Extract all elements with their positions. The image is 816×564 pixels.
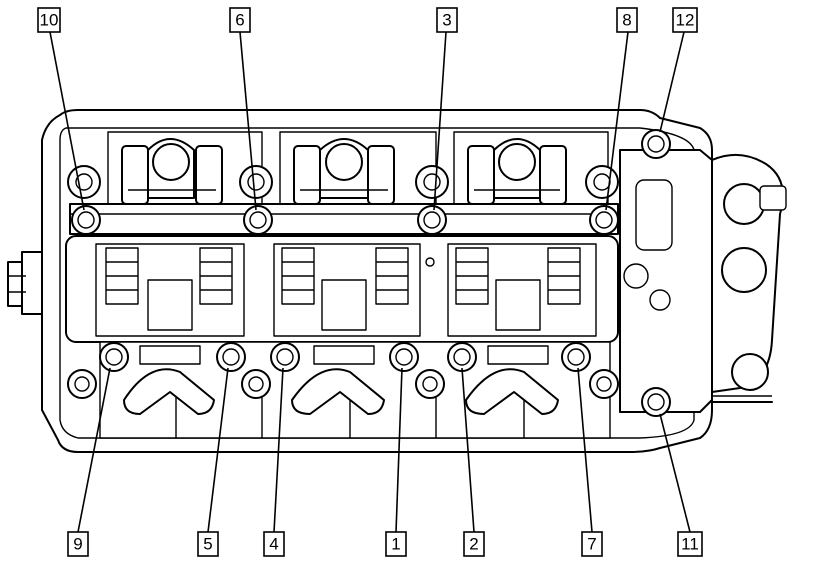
bolt-7	[561, 342, 591, 372]
leader-10	[49, 31, 85, 211]
bolt-label-text: 3	[442, 11, 451, 30]
leader-9	[77, 367, 111, 533]
spark-plug-nuts	[67, 165, 619, 399]
bolt-label-text: 10	[40, 11, 59, 30]
bolt-2	[447, 342, 477, 372]
bolt-label-text: 2	[469, 535, 478, 554]
rocker-shaft	[69, 203, 619, 235]
bolt-label-1: 1	[385, 531, 407, 557]
upper-rocker-assembly	[107, 131, 609, 211]
bolt-label-6: 6	[229, 7, 251, 33]
bolt-label-text: 9	[73, 535, 82, 554]
valve-spring-frame	[65, 235, 619, 343]
bolt-label-2: 2	[463, 531, 485, 557]
bolt-label-text: 7	[587, 535, 596, 554]
bolt-label-9: 9	[67, 531, 89, 557]
right-side-housing	[619, 149, 787, 413]
bolt-1	[389, 342, 419, 372]
leader-6	[239, 31, 257, 211]
bolt-6	[243, 205, 273, 235]
bolt-label-text: 4	[269, 535, 278, 554]
bolt-label-text: 12	[676, 11, 695, 30]
bolt-label-12: 12	[672, 7, 698, 33]
bolt-label-10: 10	[37, 7, 61, 33]
leader-5	[207, 367, 229, 533]
bolt-10	[71, 205, 101, 235]
bolt-3	[417, 205, 447, 235]
leader-8	[605, 31, 629, 211]
leader-11	[659, 413, 691, 533]
bolt-label-5: 5	[197, 531, 219, 557]
bolt-label-4: 4	[263, 531, 285, 557]
leader-2	[461, 367, 475, 533]
bolt-label-3: 3	[436, 7, 458, 33]
lower-rocker-assembly	[99, 341, 611, 439]
leader-lines	[49, 31, 691, 533]
leader-7	[577, 367, 593, 533]
bolt-8	[589, 205, 619, 235]
bolt-label-11: 11	[677, 531, 703, 557]
leader-3	[433, 31, 447, 211]
bolt-9	[99, 342, 129, 372]
bolt-label-text: 1	[391, 535, 400, 554]
bolt-label-7: 7	[581, 531, 603, 557]
bolt-label-text: 11	[681, 535, 699, 554]
head-bolts	[71, 129, 671, 417]
bolt-label-text: 5	[203, 535, 212, 554]
bolt-4	[270, 342, 300, 372]
bolt-12	[641, 129, 671, 159]
bolt-label-text: 8	[622, 11, 631, 30]
leader-4	[273, 367, 284, 533]
bolt-label-text: 6	[235, 11, 244, 30]
bolt-5	[216, 342, 246, 372]
leader-1	[395, 367, 403, 533]
camshaft-end-stub	[7, 251, 43, 315]
bolt-11	[641, 387, 671, 417]
leader-12	[659, 31, 685, 133]
bolt-label-8: 8	[616, 7, 638, 33]
